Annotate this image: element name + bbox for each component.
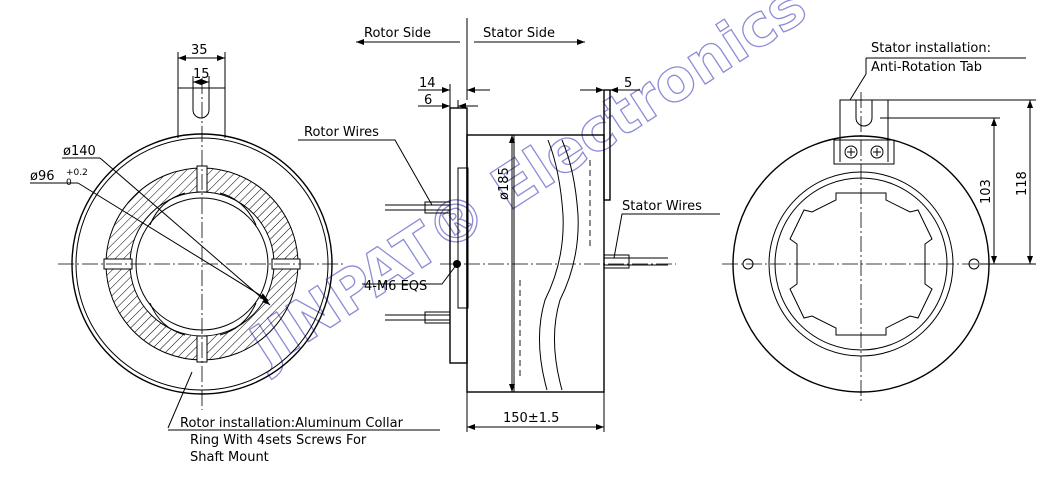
collar-slot [149,302,186,336]
left-tab [177,87,226,138]
stator-install-leader [849,58,867,101]
dia96-leader [77,182,269,301]
rotor-install-line1: Rotor installation:Aluminum Collar [180,416,404,431]
len150-label: 150±1.5 [503,411,559,426]
tab-base [833,139,895,165]
stator-tab-side [603,89,611,201]
stator-wires-leader [613,213,720,259]
rotor-wires-bottom [385,311,451,324]
rotor-wires-label: Rotor Wires [304,125,379,140]
break-line [554,139,579,391]
collar-slot [219,192,257,226]
stator-install-line1: Stator installation: [871,41,991,56]
dim-35-label: 35 [191,43,208,58]
stator-install-line2: Anti-Rotation Tab [871,60,982,75]
tab-screw-icon [870,145,884,159]
stator-wires-label: Stator Wires [622,199,702,214]
dia140-label: ø140 [63,144,96,159]
dia96-tol-upper: +0.2 [66,168,88,178]
rotor-install-line3: Shaft Mount [190,450,269,465]
stator-side-label: Stator Side [483,26,555,41]
dia185-label: ø185 [497,167,512,200]
dim-6-label: 6 [424,93,432,108]
tab-screw-icon [844,145,858,159]
dim-103-label: 103 [979,179,994,204]
tab-screw-cross [873,148,881,156]
rotor-install-line2: Ring With 4sets Screws For [190,433,367,448]
watermark: JINPAT® Electronics [235,0,818,382]
dia96-label: ø96 [30,169,55,184]
collar-slot [219,302,257,336]
notched-bore [789,192,933,336]
dim-15-label: 15 [193,67,210,82]
right-view [722,57,1036,404]
dim-14-label: 14 [419,76,436,91]
screws-label: 4-M6 EQS [364,279,427,294]
collar-plate [457,167,469,309]
tab-screw-cross [847,148,855,156]
left-view [30,52,346,429]
dim-5-label: 5 [624,76,632,91]
rotor-wires-leader [298,139,433,206]
stator-wires [603,254,668,269]
rotor-side-label: Rotor Side [364,26,431,41]
rotor-install-leader [167,371,193,429]
break-line [539,139,564,391]
left-tab-slot [192,88,210,119]
rotor-wires-top [385,201,451,214]
side-view [298,18,720,432]
screws-leader [362,263,458,285]
right-tab-slot [855,100,873,127]
dia140-leader [99,157,271,306]
dim-118-label: 118 [1015,171,1030,196]
right-tab [839,99,889,162]
dia96-tol-lower: 0 [66,178,72,188]
collar-slot [149,192,186,226]
